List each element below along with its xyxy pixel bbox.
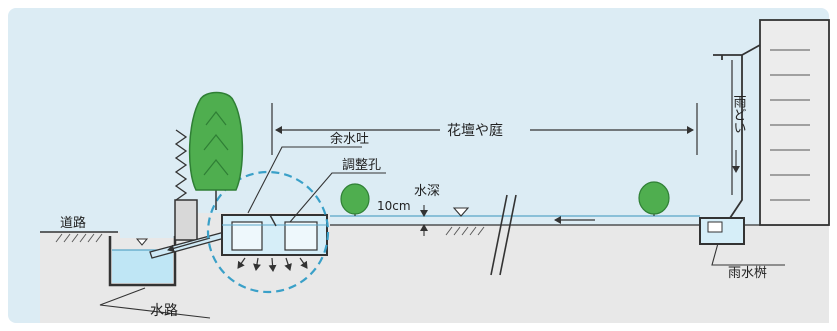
tall-tree-icon bbox=[188, 91, 244, 210]
pipe-flow-arrow-icon bbox=[167, 237, 211, 253]
overflow-outlet-label: 余水吐 bbox=[330, 131, 369, 147]
road-label: 道路 bbox=[60, 215, 86, 231]
downspout-pipe bbox=[713, 44, 761, 219]
curb-wall bbox=[174, 199, 198, 241]
rain-basin-label: 雨水桝 bbox=[728, 265, 767, 281]
downspout-label: 雨どい bbox=[731, 95, 747, 134]
waterway-channel bbox=[108, 236, 177, 287]
break-lines bbox=[490, 194, 517, 276]
highlight-circle bbox=[206, 170, 330, 294]
leader-lines bbox=[99, 146, 785, 319]
small-tree-icon bbox=[638, 181, 670, 216]
waterway-label: 水路 bbox=[150, 303, 178, 319]
depth-value-label: 10cm bbox=[377, 199, 411, 213]
earth-hatching bbox=[55, 226, 485, 243]
infiltration-arrows bbox=[237, 257, 308, 272]
waterway-level-triangle-icon bbox=[135, 238, 149, 246]
flowerbed-span-dimension bbox=[271, 103, 698, 155]
water-depth-label: 水深 bbox=[414, 184, 440, 199]
basin-partition-left bbox=[231, 221, 263, 251]
flowerbed-garden-label: 花壇や庭 bbox=[447, 122, 503, 139]
water-level-triangle-icon bbox=[452, 207, 470, 217]
building bbox=[759, 19, 830, 226]
hedge-icon bbox=[174, 129, 188, 201]
small-tree-icon bbox=[340, 183, 370, 216]
adjustment-hole-label: 調整孔 bbox=[342, 158, 381, 173]
basin-partition-right bbox=[284, 221, 318, 251]
